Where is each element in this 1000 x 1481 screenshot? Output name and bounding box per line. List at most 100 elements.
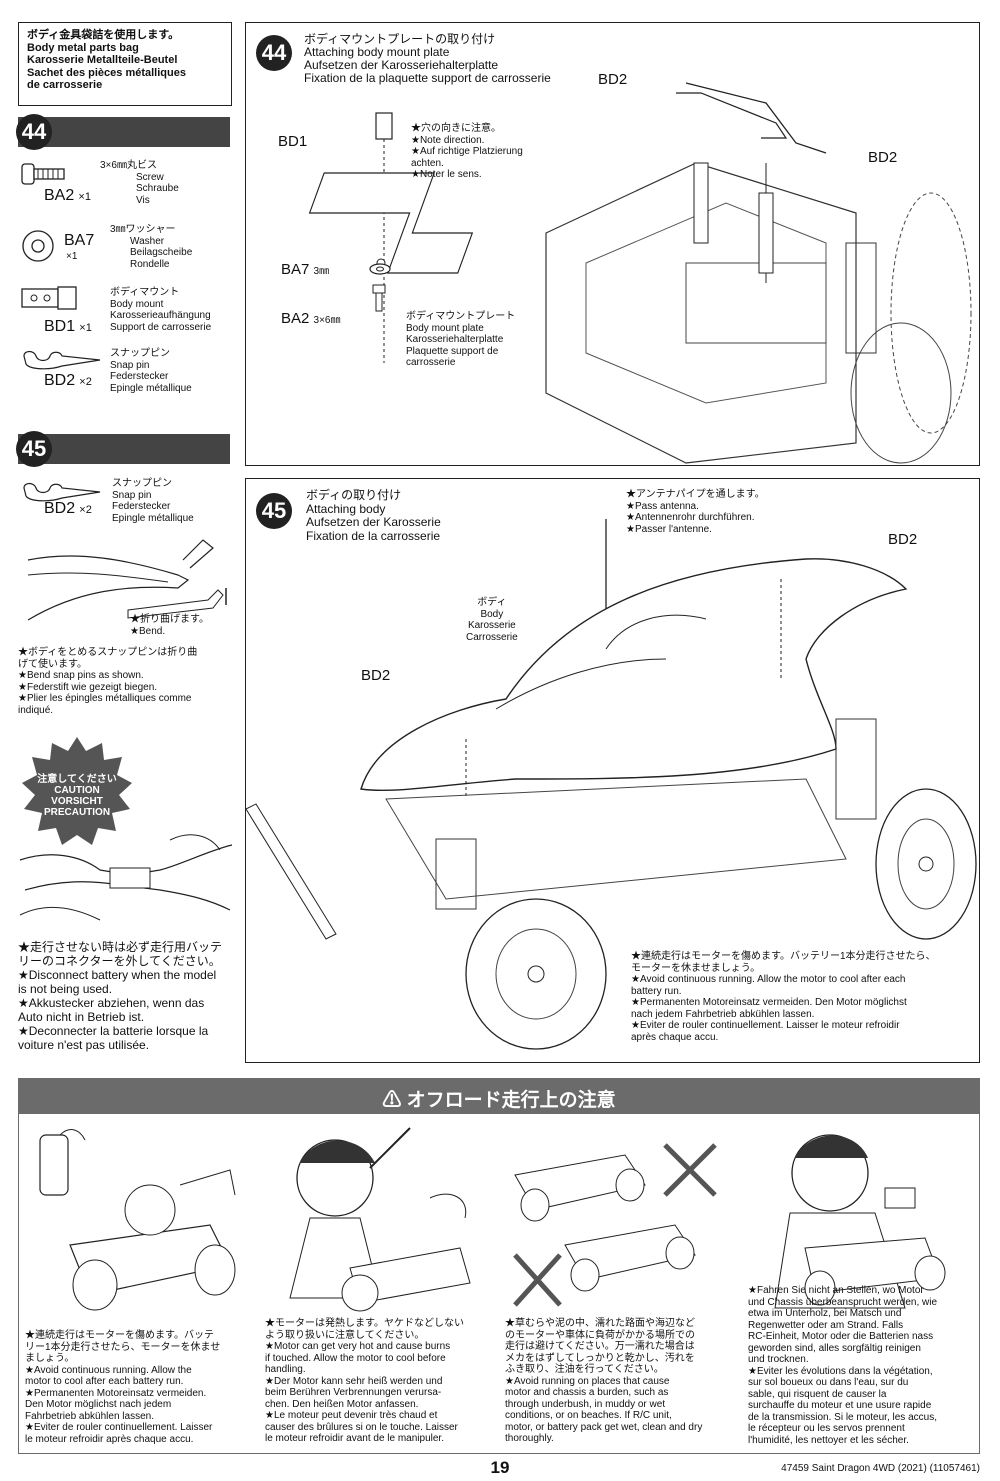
part-desc: スナップピン <box>110 348 170 359</box>
boy-hot-motor-illustration <box>289 1127 471 1312</box>
part-desc: Washer <box>130 235 165 247</box>
direction-note: achten. <box>411 157 444 169</box>
caution-label: CAUTION <box>54 785 100 796</box>
offroad-caption-3: motor, or battery pack get wet, clean an… <box>505 1421 703 1433</box>
run-note: ★Avoid continuous running. Allow the mot… <box>631 974 906 985</box>
offroad-caption-1: ★Avoid continuous running. Allow the <box>25 1364 192 1376</box>
offroad-caption-2: ★Der Motor kann sehr heiß werden und <box>265 1375 443 1387</box>
direction-note: ★Note direction. <box>411 134 485 146</box>
offroad-warning-header: ⚠ オフロード走行上の注意 <box>18 1078 980 1114</box>
bend-note: ★Bend snap pins as shown. <box>18 670 144 681</box>
caution-burst-icon <box>22 737 132 845</box>
battery-note: ★Disconnect battery when the model <box>18 968 217 982</box>
offroad-caption-2: le moteur refroidir avant de le manipule… <box>265 1433 444 1444</box>
caution-label: PRECAUTION <box>43 807 111 818</box>
offroad-caption-2: ★モーターは発熱します。ヤケドなどしない <box>265 1318 464 1329</box>
offroad-caption-4: le récepteur ou les servos prennent <box>748 1423 905 1434</box>
offroad-caption-3: ★草むらや泥の中、濡れた路面や海辺など <box>505 1318 695 1329</box>
offroad-caption-1: le moteur refroidir après chaque accu. <box>25 1433 194 1445</box>
label-bd2-b: BD2 <box>868 149 898 166</box>
bag-line: de carrosserie <box>27 79 103 91</box>
part-desc: Snap pin <box>110 359 150 371</box>
bend-note: ★ボディをとめるスナップピンは折り曲 <box>18 647 198 658</box>
body-label: ボディ <box>477 597 507 608</box>
offroad-caption-3: conditions, or on beaches. If R/C unit, <box>505 1410 672 1421</box>
battery-note: ★走行させない時は必ず走行用バッテ <box>18 940 223 954</box>
offroad-caption-2: causer des brûlures si on le touche. Lai… <box>265 1421 458 1433</box>
screw-drawing <box>372 284 386 312</box>
part-desc: Epingle métallique <box>112 512 194 524</box>
offroad-caption-1: ★Permanenten Motoreinsatz vermeiden. <box>25 1387 207 1399</box>
direction-note: ★穴の向きに注意。 <box>411 123 501 134</box>
part-code-ba2: BA2 <box>44 187 75 204</box>
part-qty: ×1 <box>79 322 92 334</box>
battery-note: ★Deconnecter la batterie lorsque la <box>18 1024 209 1038</box>
step44-badge: 44 <box>16 114 52 150</box>
part-desc: Beilagscheibe <box>130 247 193 258</box>
battery-note: リーのコネクターを外してください。 <box>18 954 221 968</box>
bend-label: ★折り曲げます。 <box>130 614 209 625</box>
label-bd2-right: BD2 <box>888 531 918 548</box>
label-bd1: BD1 <box>278 133 308 150</box>
bend-note: ★Plier les épingles métalliques comme <box>18 693 192 704</box>
plate-label: Plaquette support de <box>406 345 499 357</box>
run-note: nach jedem Fahrbetrieb abkühlen lassen. <box>631 1008 815 1020</box>
body-label: Carrosserie <box>466 631 518 643</box>
offroad-panel <box>18 1114 980 1454</box>
part-desc: Federstecker <box>112 501 171 512</box>
offroad-caption-2: ★Le moteur peut devenir très chaud et <box>265 1410 438 1421</box>
run-note: モーターを休ませましょう。 <box>631 962 761 974</box>
part-code-bd2: BD2 <box>44 372 76 389</box>
battery-note: voiture n'est pas utilisée. <box>18 1038 150 1052</box>
part-desc: Vis <box>136 194 150 206</box>
battery-connector-drawing <box>19 834 233 921</box>
offroad-caption-2: ★Motor can get very hot and cause burns <box>265 1341 451 1352</box>
offroad-caption-4: sur sol boueux ou dans l'eau, sur du <box>748 1377 909 1388</box>
direction-note: ★Noter le sens. <box>411 169 482 180</box>
step44-title-line: Attaching body mount plate <box>304 45 450 59</box>
offroad-title: オフロード走行上の注意 <box>406 1090 616 1111</box>
battery-note: is not being used. <box>18 982 113 996</box>
offroad-caption-3: ★Avoid running on places that cause <box>505 1375 670 1387</box>
part-qty: ×2 <box>79 376 92 388</box>
offroad-caption-4: surchauffe du moteur et une usure rapide <box>748 1400 932 1411</box>
step45-title-line: ボディの取り付け <box>306 488 402 502</box>
offroad-caption-4: l'humidité, les nettoyer et les sécher. <box>748 1434 909 1446</box>
offroad-caption-1: Den Motor möglichst nach jedem <box>25 1399 172 1410</box>
part-qty: ×2 <box>79 504 92 516</box>
step44-parts-header: 44 <box>16 114 230 150</box>
battery-note: ★Akkustecker abziehen, wenn das <box>18 996 205 1010</box>
step45-title-line: Aufsetzen der Karosserie <box>306 515 441 529</box>
body-label: Karosserie <box>467 620 516 631</box>
part-desc: Rondelle <box>130 258 170 270</box>
part-code-bd2: BD2 <box>44 500 76 517</box>
part-code-ba7: BA7 <box>64 232 95 249</box>
antenna-note: ★Pass antenna. <box>626 500 699 512</box>
page-number: 19 <box>490 1458 510 1477</box>
washer-drawing <box>369 263 391 275</box>
bend-label: ★Bend. <box>130 625 166 637</box>
bend-note: indiqué. <box>18 704 54 716</box>
pliers-drawing <box>27 539 227 621</box>
part-desc: スナップピン <box>112 478 172 489</box>
boy-cleaning-illustration <box>774 1134 946 1309</box>
label-ba2-size: 3×6㎜ <box>313 315 341 326</box>
bend-note: ★Federstift wie gezeigt biegen. <box>18 681 158 693</box>
metal-parts-bag-box: ボディ金具袋詰を使用します。 Body metal parts bag Karo… <box>18 22 232 106</box>
offroad-caption-1: ★Eviter de rouler continuellement. Laiss… <box>25 1422 213 1433</box>
part-desc: 3㎜ワッシャー <box>110 224 176 235</box>
part-desc: Karosserieaufhängung <box>110 310 211 321</box>
part-desc: Screw <box>136 171 164 183</box>
bag-line: ボディ金具袋詰を使用します。 <box>27 29 180 41</box>
step45-badge: 45 <box>16 431 52 467</box>
offroad-caption-3: thoroughly. <box>505 1433 554 1444</box>
part-desc: 3×6㎜丸ビス <box>100 160 157 171</box>
step44-diagram-box: 44 ボディマウントプレートの取り付け Attaching body mount… <box>245 22 980 466</box>
offroad-caption-3: through underbush, in muddy or wet <box>505 1398 666 1410</box>
buggy-body-drawing <box>245 519 977 1050</box>
offroad-caption-2: chen. Den heißen Motor anfassen. <box>265 1398 419 1410</box>
offroad-caption-3: ふき取り、注油を行ってください。 <box>505 1364 664 1375</box>
bag-line: Sachet des pièces métalliques <box>27 66 186 79</box>
direction-note: ★Auf richtige Platzierung <box>411 146 523 157</box>
offroad-caption-4: RC-Einheit, Motor oder die Batterien nas… <box>748 1331 934 1342</box>
